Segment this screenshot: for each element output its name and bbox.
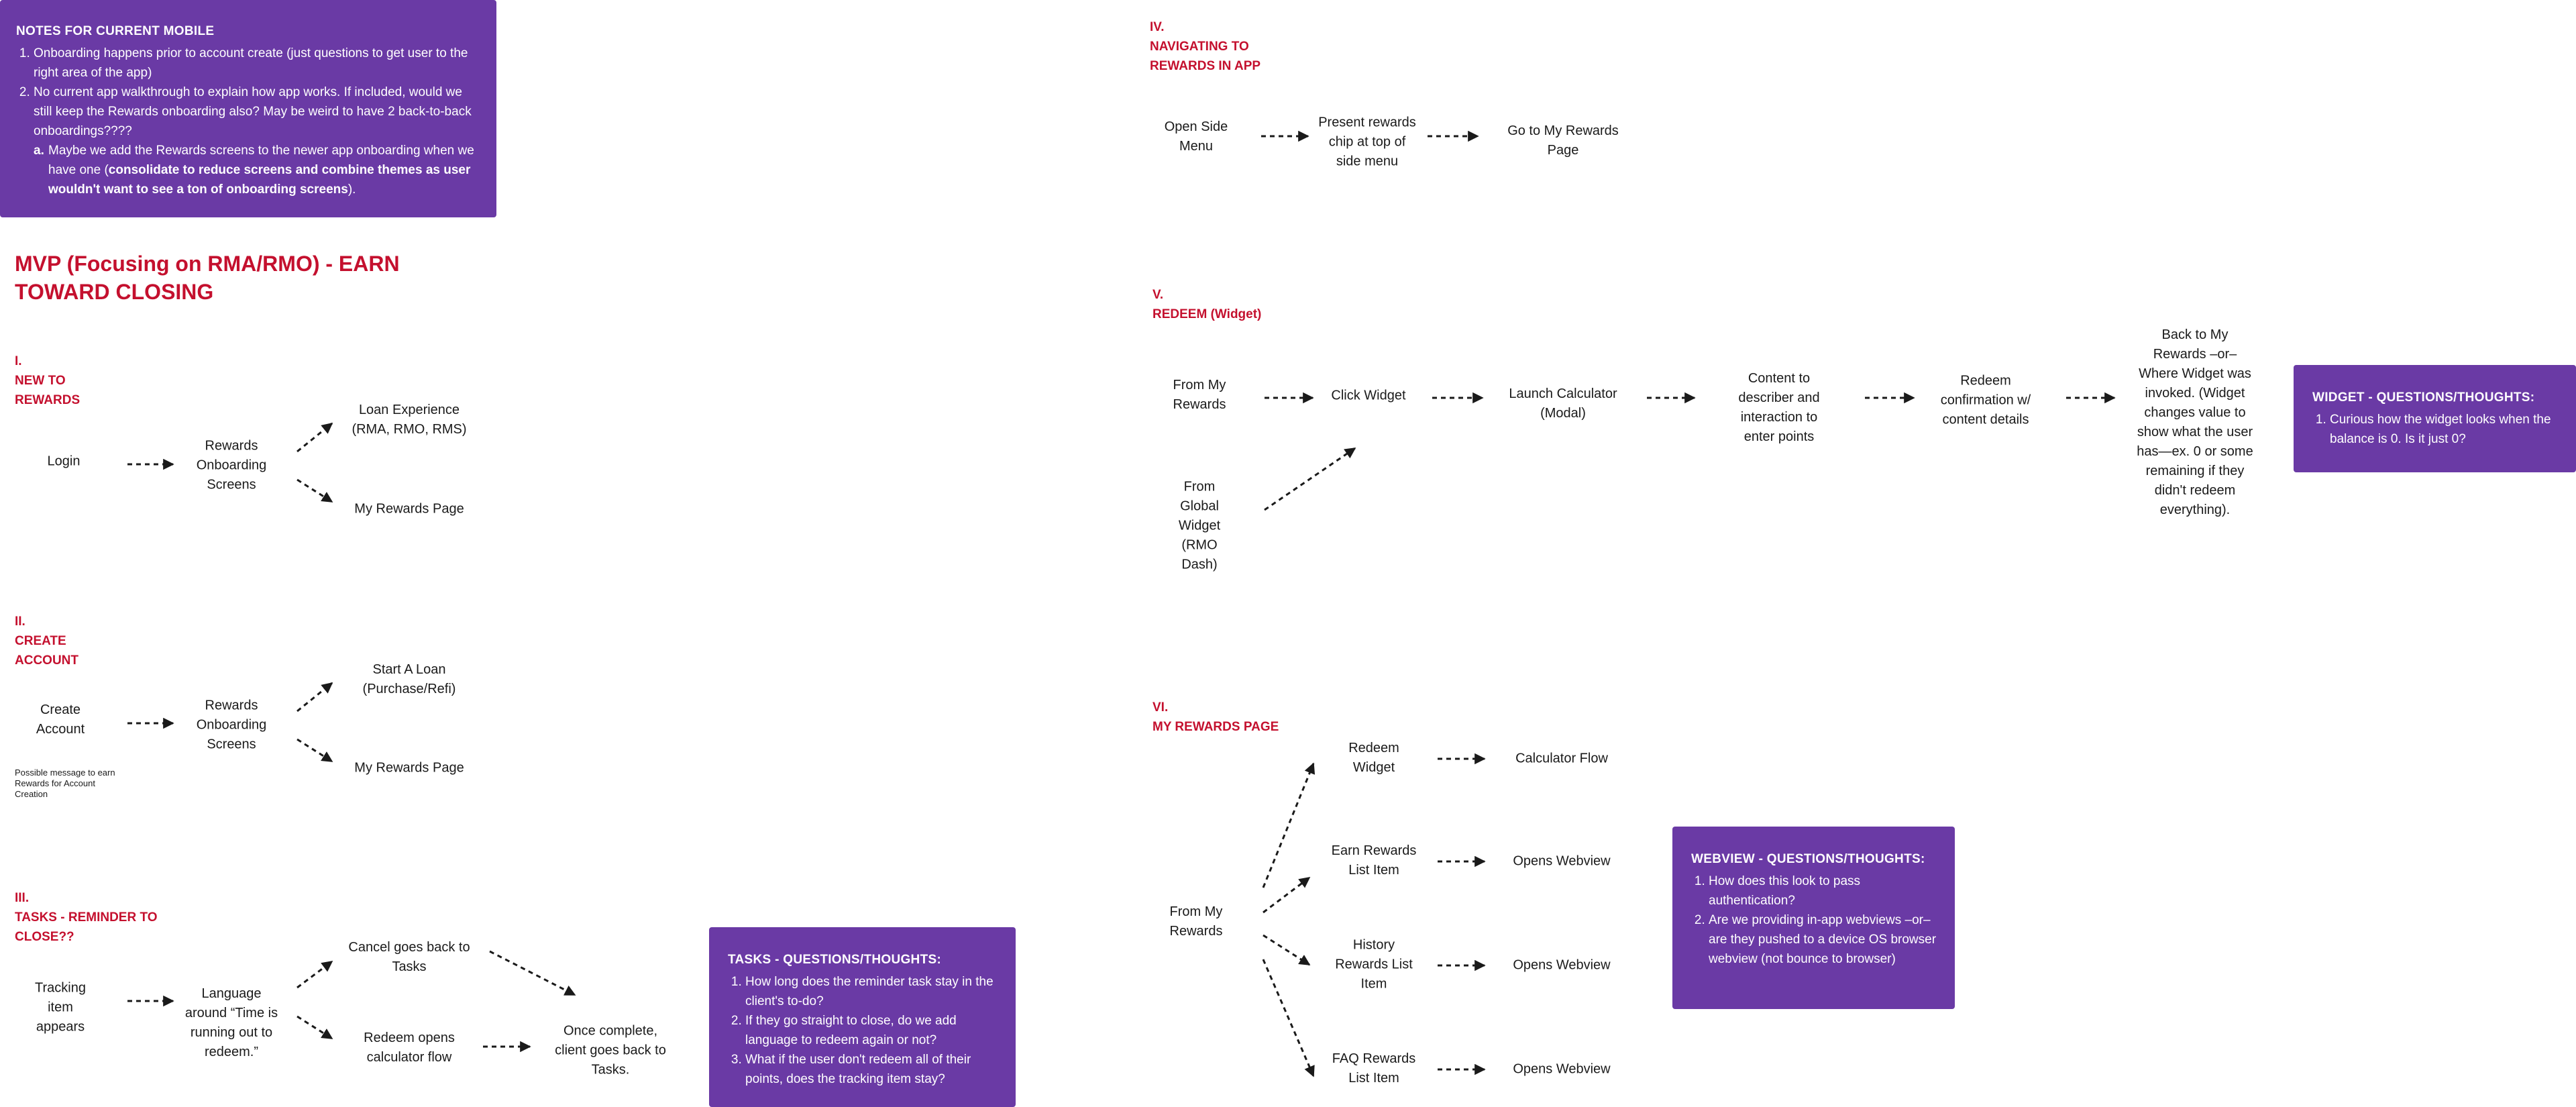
notes-item-2: No current app walkthrough to explain ho… — [34, 83, 480, 199]
section-2-heading: II. CREATE ACCOUNT — [15, 612, 122, 670]
start-loan-node: Start A Loan (Purchase/Refi) — [362, 662, 456, 696]
arrow-global-to-widget — [1264, 447, 1356, 511]
earn-list-item-node: Earn Rewards List Item — [1331, 843, 1417, 878]
arrow-language-to-cancel — [297, 960, 333, 989]
tasks-item-2: If they go straight to close, do we add … — [745, 1011, 997, 1050]
calculator-flow-node: Calculator Flow — [1515, 751, 1608, 766]
main-heading: MVP (Focusing on RMA/RMO) - EARN TOWARD … — [15, 252, 400, 304]
create-account-node: Create Account — [36, 702, 85, 737]
notes-subitem-end: ). — [347, 182, 356, 197]
section-2-roman: II. — [15, 615, 25, 629]
webview-box: WEBVIEW - QUESTIONS/THOUGHTS: How does t… — [1672, 827, 1955, 1009]
section-3-roman: III. — [15, 891, 30, 905]
back-to-rewards-node: Back to My Rewards –or– Where Widget was… — [2137, 327, 2253, 517]
section-5-title: REDEEM (Widget) — [1152, 307, 1262, 321]
tasks-box: TASKS - QUESTIONS/THOUGHTS: How long doe… — [709, 927, 1016, 1107]
notes-subitem-marker: a. — [34, 144, 44, 158]
language-node: Language around “Time is running out to … — [184, 986, 278, 1059]
history-list-item-node: History Rewards List Item — [1335, 937, 1413, 992]
arrow-rewards-to-redeem — [1262, 762, 1316, 888]
tasks-item-3: What if the user don't redeem all of the… — [745, 1050, 997, 1089]
once-complete-node: Once complete, client goes back to Tasks… — [555, 1023, 666, 1077]
section-6-title: MY REWARDS PAGE — [1152, 720, 1279, 734]
present-chip-node: Present rewards chip at top of side menu — [1318, 115, 1416, 169]
login-node: Login — [47, 454, 80, 469]
section-4-heading: IV. NAVIGATING TO REWARDS IN APP — [1150, 17, 1284, 76]
notes-item-1: Onboarding happens prior to account crea… — [34, 44, 480, 83]
section-6-heading: VI. MY REWARDS PAGE — [1152, 698, 1327, 737]
arrow-language-to-redeem — [297, 1015, 333, 1040]
opens-webview-2-node: Opens Webview — [1513, 957, 1611, 973]
s2-my-rewards-node: My Rewards Page — [354, 760, 464, 776]
webview-item-1: How does this look to pass authenticatio… — [1709, 872, 1937, 910]
account-creation-note: Possible message to earn Rewards for Acc… — [15, 768, 115, 799]
arrow-rewards-to-history — [1263, 934, 1311, 966]
launch-calculator-node: Launch Calculator (Modal) — [1509, 386, 1617, 421]
notes-box-title: NOTES FOR CURRENT MOBILE — [16, 24, 215, 38]
section-5-roman: V. — [1152, 288, 1164, 302]
notes-subitem-bold: consolidate to reduce screens and combin… — [48, 163, 471, 197]
section-1-heading: I. NEW TO REWARDS — [15, 352, 122, 410]
redeem-opens-node: Redeem opens calculator flow — [364, 1031, 455, 1065]
webview-box-title: WEBVIEW - QUESTIONS/THOUGHTS: — [1691, 852, 1925, 866]
arrow-onboarding-to-myrewards — [297, 478, 333, 503]
tracking-item-node: Tracking item appears — [35, 980, 86, 1035]
section-3-heading: III. TASKS - REMINDER TO CLOSE?? — [15, 888, 162, 947]
tasks-item-1: How long does the reminder task stay in … — [745, 972, 997, 1011]
notes-box: NOTES FOR CURRENT MOBILE Onboarding happ… — [0, 0, 496, 217]
s1-my-rewards-node: My Rewards Page — [354, 501, 464, 517]
from-global-widget-node: From Global Widget (RMO Dash) — [1178, 479, 1221, 572]
s2-onboarding-node: Rewards Onboarding Screens — [196, 698, 267, 752]
opens-webview-3-node: Opens Webview — [1513, 1061, 1611, 1077]
go-to-rewards-node: Go to My Rewards Page — [1507, 123, 1619, 158]
webview-item-2: Are we providing in-app webviews –or– ar… — [1709, 910, 1937, 969]
redeem-confirmation-node: Redeem confirmation w/ content details — [1940, 373, 2031, 427]
content-node: Content to describer and interaction to … — [1738, 371, 1820, 444]
arrow-rewards-to-faq — [1262, 959, 1315, 1077]
cancel-node: Cancel goes back to Tasks — [348, 940, 470, 974]
section-1-roman: I. — [15, 354, 22, 368]
section-6-roman: VI. — [1152, 700, 1169, 715]
tasks-box-title: TASKS - QUESTIONS/THOUGHTS: — [728, 953, 942, 967]
opens-webview-1-node: Opens Webview — [1513, 853, 1611, 869]
click-widget-node: Click Widget — [1331, 388, 1406, 403]
arrow-onboarding-to-loan — [297, 422, 333, 453]
faq-list-item-node: FAQ Rewards List Item — [1332, 1051, 1416, 1086]
section-4-title: NAVIGATING TO REWARDS IN APP — [1150, 40, 1261, 73]
widget-item-1: Curious how the widget looks when the ba… — [2330, 410, 2559, 449]
section-1-title: NEW TO REWARDS — [15, 374, 80, 407]
s1-onboarding-node: Rewards Onboarding Screens — [196, 438, 267, 492]
s6-from-my-rewards-node: From My Rewards — [1169, 904, 1223, 939]
section-2-title: CREATE ACCOUNT — [15, 634, 78, 668]
widget-box: WIDGET - QUESTIONS/THOUGHTS: Curious how… — [2294, 365, 2576, 472]
redeem-widget-node: Redeem Widget — [1348, 741, 1399, 775]
arrow-onboarding-to-startloan — [297, 682, 333, 713]
loan-experience-node: Loan Experience (RMA, RMO, RMS) — [352, 403, 467, 437]
arrow-rewards-to-earn — [1263, 876, 1311, 914]
notes-item-2-text: No current app walkthrough to explain ho… — [34, 85, 472, 138]
s5-from-my-rewards-node: From My Rewards — [1173, 378, 1226, 412]
open-side-menu-node: Open Side Menu — [1164, 119, 1228, 154]
notes-subitem-text: Maybe we add the Rewards screens to the … — [48, 144, 474, 177]
section-3-title: TASKS - REMINDER TO CLOSE?? — [15, 910, 158, 944]
section-4-roman: IV. — [1150, 20, 1165, 34]
section-5-heading: V. REDEEM (Widget) — [1152, 285, 1327, 324]
arrow-cancel-to-complete — [489, 950, 576, 996]
notes-subitem-a: a. Maybe we add the Rewards screens to th… — [34, 141, 480, 199]
widget-box-title: WIDGET - QUESTIONS/THOUGHTS: — [2312, 390, 2535, 405]
arrow-onboarding2-to-myrewards — [297, 738, 333, 763]
